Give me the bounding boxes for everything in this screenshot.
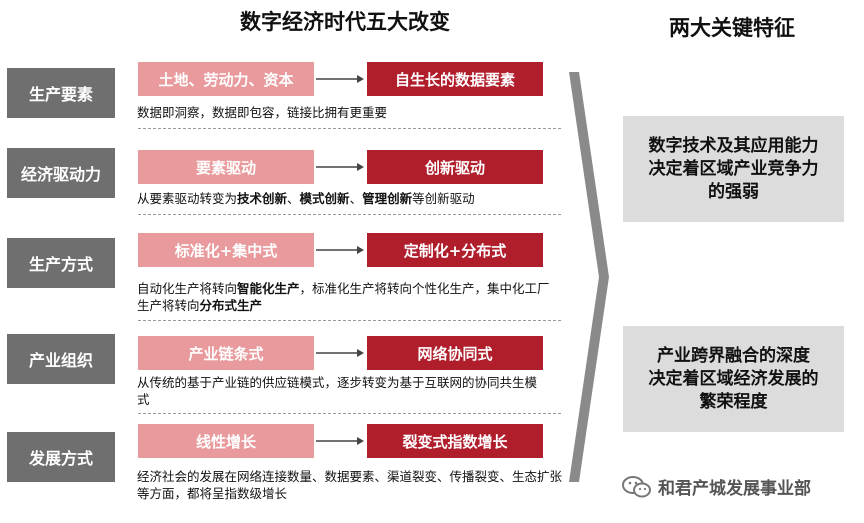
desc-text: 集中化工厂生产将转向 bbox=[137, 281, 550, 313]
from-box-production-mode: 标准化+集中式 bbox=[138, 233, 314, 267]
feature-box-tech-capability: 数字技术及其应用能力 决定着区域产业竞争力 的强弱 bbox=[623, 116, 844, 222]
desc-text: 经济社会的发展在网络连接数量、数据要素、渠道裂变、传播裂变、生态扩张等方面，都将… bbox=[137, 469, 563, 501]
row-separator bbox=[138, 128, 561, 129]
desc-text: 自动化生产将转向 bbox=[137, 281, 238, 296]
desc-text: 从要素驱动转变为 bbox=[137, 191, 238, 206]
to-box-industry-organization: 网络协同式 bbox=[367, 336, 543, 370]
desc-bold: 模式创新 bbox=[299, 191, 350, 206]
feature-box-industry-integration: 产业跨界融合的深度 决定着区域经济发展的 繁荣程度 bbox=[623, 326, 844, 432]
row-separator bbox=[138, 320, 561, 321]
to-box-development-mode: 裂变式指数增长 bbox=[367, 424, 543, 458]
left-title: 数字经济时代五大改变 bbox=[240, 10, 450, 34]
wechat-icon bbox=[622, 475, 651, 497]
desc-bold: 管理创新 bbox=[362, 191, 413, 206]
category-development-mode: 发展方式 bbox=[7, 432, 115, 482]
category-industry-organization: 产业组织 bbox=[7, 334, 115, 384]
arrow-icon bbox=[316, 246, 364, 254]
desc-industry-organization: 从传统的基于产业链的供应链模式，逐步转变为基于互联网的协同共生模式 bbox=[137, 374, 547, 408]
from-box-economic-driver: 要素驱动 bbox=[138, 150, 314, 184]
desc-text: 等创新驱动 bbox=[412, 191, 475, 206]
chevron-bracket-icon bbox=[569, 72, 609, 482]
from-box-industry-organization: 产业链条式 bbox=[138, 336, 314, 370]
arrow-icon bbox=[316, 75, 364, 83]
from-box-development-mode: 线性增长 bbox=[138, 424, 314, 458]
feature-text: 数字技术及其应用能力 决定着区域产业竞争力 的强弱 bbox=[648, 135, 819, 202]
to-box-production-factors: 自生长的数据要素 bbox=[367, 62, 543, 96]
arrow-icon bbox=[316, 437, 364, 445]
to-box-economic-driver: 创新驱动 bbox=[367, 150, 543, 184]
desc-text: 从传统的基于产业链的供应链模式，逐步转变为基于互联网的协同共生模式 bbox=[137, 375, 538, 407]
desc-production-factors: 数据即洞察，数据即包容，链接比拥有更重要 bbox=[137, 104, 567, 121]
arrow-icon bbox=[316, 349, 364, 357]
feature-text: 产业跨界融合的深度 决定着区域经济发展的 繁荣程度 bbox=[648, 345, 819, 412]
desc-text: 、 bbox=[287, 191, 300, 206]
category-economic-driver: 经济驱动力 bbox=[7, 148, 115, 198]
from-box-production-factors: 土地、劳动力、资本 bbox=[138, 62, 314, 96]
desc-economic-driver: 从要素驱动转变为技术创新、模式创新、管理创新等创新驱动 bbox=[137, 190, 567, 207]
right-title: 两大关键特征 bbox=[669, 16, 795, 40]
to-box-production-mode: 定制化+分布式 bbox=[367, 233, 543, 267]
arrow-icon bbox=[316, 163, 364, 171]
desc-bold: 智能化生产 bbox=[237, 281, 300, 296]
desc-bold: 技术创新 bbox=[237, 191, 288, 206]
category-production-factors: 生产要素 bbox=[7, 68, 115, 118]
row-separator bbox=[138, 214, 561, 215]
watermark: 和君产城发展事业部 bbox=[622, 474, 811, 499]
row-separator bbox=[138, 413, 561, 414]
desc-text: 、 bbox=[349, 191, 363, 206]
desc-development-mode: 经济社会的发展在网络连接数量、数据要素、渠道裂变、传播裂变、生态扩张等方面，都将… bbox=[137, 468, 562, 502]
desc-text: ，标准化生产将转向个性化生产， bbox=[299, 281, 488, 296]
category-production-mode: 生产方式 bbox=[7, 238, 115, 288]
watermark-text: 和君产城发展事业部 bbox=[658, 479, 811, 499]
desc-text: 数据即洞察，数据即包容，链接比拥有更重要 bbox=[137, 105, 388, 120]
desc-bold: 分布式生产 bbox=[199, 298, 263, 313]
desc-production-mode: 自动化生产将转向智能化生产，标准化生产将转向个性化生产，集中化工厂生产将转向分布… bbox=[137, 280, 557, 314]
